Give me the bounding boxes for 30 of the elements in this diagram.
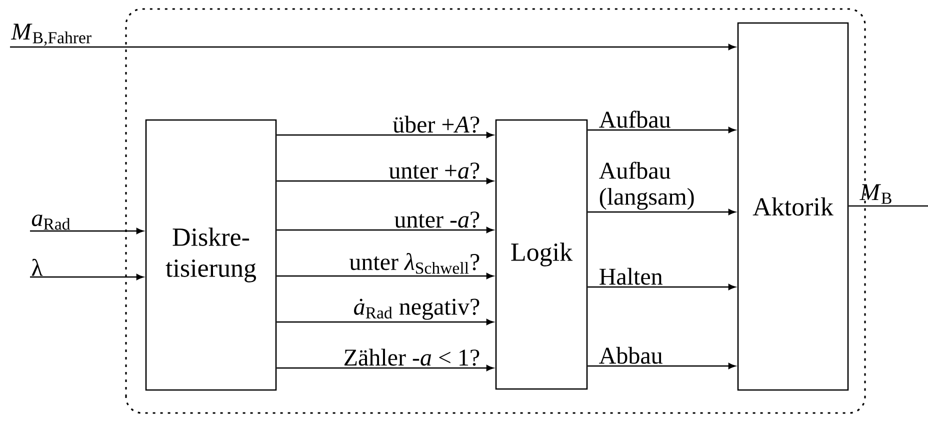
edge-label: über +A? xyxy=(392,116,480,133)
edge-label: Zähler -a < 1? xyxy=(344,348,480,366)
block-box: Diskre-tisierung xyxy=(145,119,277,391)
block-box: Aktorik xyxy=(737,22,849,391)
edge-label: unter λ$_{Schwell}$? xyxy=(349,253,480,274)
arrow xyxy=(588,284,736,290)
edge-label: unter +a? xyxy=(388,162,480,179)
edge-label: unter -a? xyxy=(394,212,480,228)
arrow xyxy=(30,274,144,280)
signal-label: a$_{Rad}$ xyxy=(32,214,70,230)
edge-label: Abbau xyxy=(599,346,662,364)
edge-label: Aufbau xyxy=(599,110,670,128)
edge-label: M$_{B}$ xyxy=(860,184,892,204)
arrow xyxy=(276,178,494,184)
edge-label: Aufbau (langsam) xyxy=(599,162,694,210)
signal-label: M$_{B,Fahrer}$ xyxy=(10,24,92,46)
arrow xyxy=(276,319,494,325)
arrow xyxy=(276,365,494,371)
arrow xyxy=(276,273,494,279)
edge-label: Halten xyxy=(600,268,662,285)
arrow xyxy=(588,363,736,369)
arrow xyxy=(588,209,736,215)
signal-label: λ xyxy=(32,258,43,276)
arrow xyxy=(276,227,494,233)
block-box: Logik xyxy=(495,119,588,390)
arrow xyxy=(276,132,494,138)
edge-label: ȧ$_{Rad}$ negativ? xyxy=(354,298,480,320)
arrow xyxy=(10,44,736,50)
arrow xyxy=(30,228,144,234)
arrow xyxy=(588,127,736,133)
